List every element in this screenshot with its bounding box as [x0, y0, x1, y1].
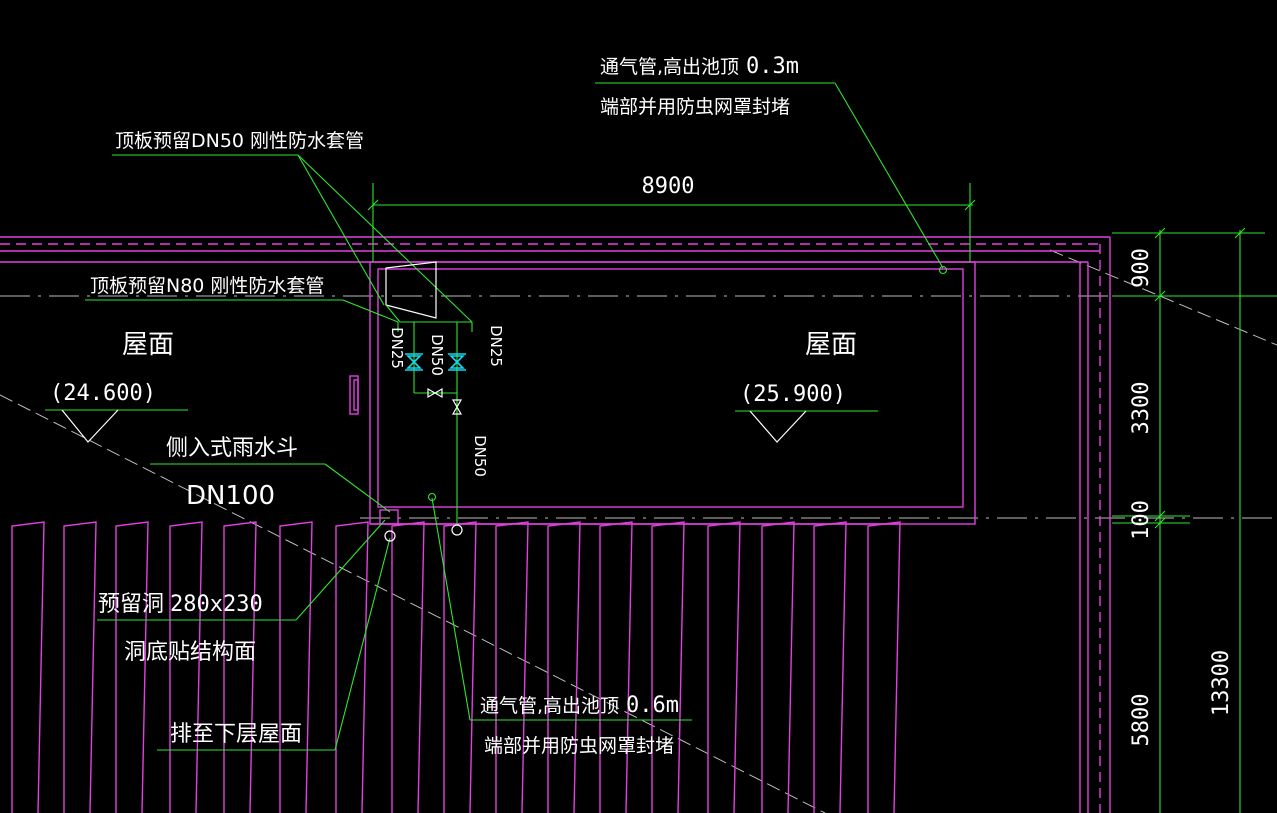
roof-rib [707, 521, 741, 813]
pipe-dn25-right: DN25 [487, 325, 505, 367]
roof-rib [761, 521, 795, 813]
dim-13300: 13300 [1209, 650, 1234, 716]
roof-rib [335, 521, 369, 813]
roof-rib [279, 521, 313, 813]
opening-note: 洞底贴结构面 [124, 640, 256, 665]
roof-rib [651, 521, 685, 813]
leader-lines [45, 82, 944, 751]
roof-rib [443, 521, 477, 813]
dim-3300: 3300 [1129, 382, 1154, 435]
annotations: 通气管,高出池顶 0.3m 端部并用防虫网罩封堵 顶板预留DN50 刚性防水套管… [50, 54, 857, 757]
sleeve-dn80-label: 顶板预留N80 刚性防水套管 [90, 275, 324, 297]
vent-bottom-height: 0.6m [626, 693, 679, 718]
dim-5800: 5800 [1129, 694, 1154, 747]
roof-rib [813, 521, 847, 813]
roof-rib [547, 521, 581, 813]
roof-right-elevation: (25.900) [740, 382, 846, 407]
drain-type-label: 侧入式雨水斗 [166, 436, 298, 461]
dim-8900: 8900 [642, 174, 695, 199]
vent-top-label: 通气管,高出池顶 [600, 56, 739, 78]
drain-size-label: DN100 [186, 481, 275, 511]
pipe-dn25-left: DN25 [388, 327, 406, 369]
roof-rib [169, 521, 203, 813]
roof-rib [495, 521, 529, 813]
dimension-top: 8900 [367, 174, 976, 262]
roof-left-elevation: (24.600) [50, 381, 156, 406]
roof-left-label: 屋面 [122, 330, 174, 360]
dim-900: 900 [1129, 248, 1154, 288]
piping: DN25 DN50 DN25 DN50 [384, 261, 948, 542]
roof-right-label: 屋面 [805, 330, 857, 360]
discharge-label: 排至下层屋面 [170, 722, 302, 747]
vent-bottom-label: 通气管,高出池顶 [480, 695, 619, 717]
roof-rib [63, 521, 97, 813]
dim-100: 100 [1129, 500, 1154, 540]
vent-top-note: 端部并用防虫网罩封堵 [600, 96, 790, 118]
pipe-dn50-vertical: DN50 [471, 435, 489, 477]
pipe-dn50: DN50 [428, 334, 446, 376]
opening-label: 预留洞 [98, 592, 164, 617]
roof-rib [223, 521, 257, 813]
roof-ribs [11, 521, 901, 813]
vent-top-height: 0.3m [746, 54, 799, 79]
elevation-markers [61, 409, 807, 443]
opening-size: 280x230 [170, 592, 263, 617]
roof-rib [115, 521, 149, 813]
vent-bottom-note: 端部并用防虫网罩封堵 [484, 735, 674, 757]
roof-rib [11, 521, 45, 813]
roof-rib [391, 521, 425, 813]
roof-rib [599, 521, 633, 813]
wall-outline [0, 236, 1111, 813]
roof-rib [867, 521, 901, 813]
sleeve-dn50-label: 顶板预留DN50 刚性防水套管 [115, 130, 364, 152]
dimension-right: 900 3300 100 5800 13300 [1112, 227, 1277, 813]
